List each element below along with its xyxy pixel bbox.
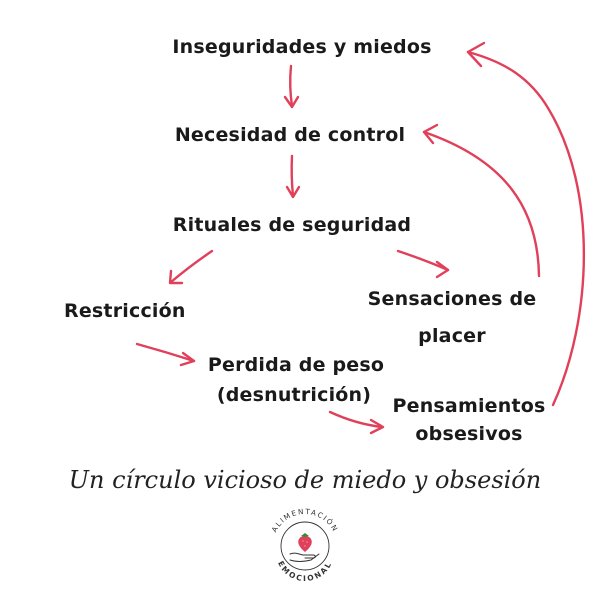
arrow-inseguridades-to-necesidad	[283, 64, 300, 109]
hand-holding-strawberry-icon	[289, 533, 320, 562]
arrow-pensamientos-to-inseguridades	[466, 41, 586, 407]
node-inseguridades: Inseguridades y miedos	[172, 36, 432, 58]
node-sensaciones-line2: placer	[418, 325, 486, 347]
node-restriccion: Restricción	[64, 300, 186, 322]
node-perdida-line1: Perdida de peso	[207, 354, 385, 376]
arrow-restriccion-to-perdida	[135, 342, 196, 367]
logo-bottom-text: EMOCIONAL	[276, 559, 334, 583]
logo-top-text: ALIMENTACIÓN	[270, 507, 341, 534]
alimentacion-emocional-logo: ALIMENTACIÓN EMOCIONAL	[270, 507, 341, 583]
node-sensaciones-line1: Sensaciones de	[367, 288, 537, 310]
node-necesidad-control: Necesidad de control	[174, 124, 406, 146]
node-pensamientos-line2: obsesivos	[415, 423, 523, 445]
arrow-rituales-to-restriccion	[168, 249, 214, 285]
node-rituales-seguridad: Rituales de seguridad	[172, 214, 412, 236]
arrow-rituales-to-sensaciones	[396, 249, 450, 279]
arrow-sensaciones-to-necesidad	[422, 123, 541, 278]
arrow-perdida-to-pensamientos	[328, 410, 385, 435]
node-perdida-line2: (desnutrición)	[216, 384, 372, 406]
diagram-caption: Un círculo vicioso de miedo y obsesión	[68, 466, 542, 494]
arrow-necesidad-to-rituales	[285, 154, 301, 199]
node-pensamientos-line1: Pensamientos	[392, 395, 546, 417]
